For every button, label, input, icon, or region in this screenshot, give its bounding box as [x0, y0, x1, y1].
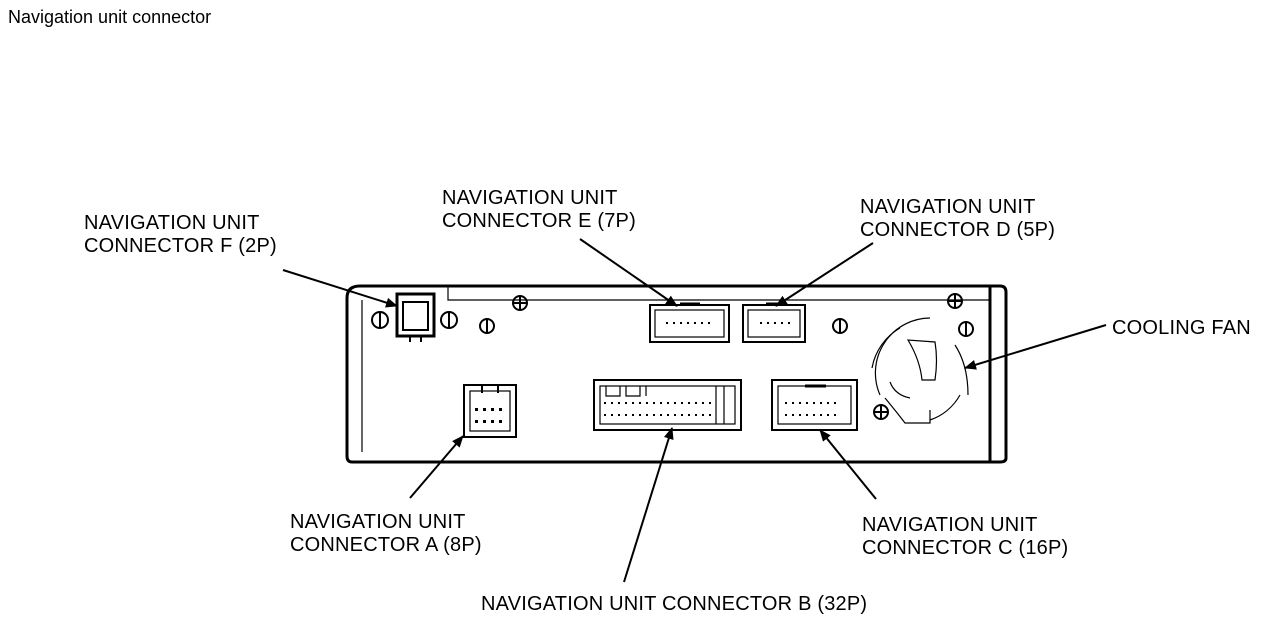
screw-1 — [371, 311, 389, 329]
arrow-connector-d — [775, 242, 874, 307]
connector-a — [463, 384, 517, 438]
callout-connector-a-line1: NAVIGATION UNIT — [290, 511, 466, 533]
page-title: Navigation unit connector — [8, 7, 212, 27]
arrow-connector-e — [579, 238, 678, 307]
callout-cooling-fan: COOLING FAN — [1112, 317, 1251, 340]
connector-e — [649, 302, 730, 343]
connector-d — [742, 302, 806, 343]
screw-8 — [873, 404, 889, 420]
screw-3 — [479, 318, 495, 334]
navigation-unit-housing — [345, 284, 1008, 464]
callout-connector-f: NAVIGATION UNIT CONNECTOR F (2P) — [84, 212, 277, 258]
screw-4 — [512, 295, 528, 311]
callout-cooling-fan-label: COOLING FAN — [1112, 317, 1251, 339]
callout-connector-b-label: NAVIGATION UNIT CONNECTOR B (32P) — [481, 593, 868, 615]
leader-arrows — [282, 238, 1107, 583]
callout-connector-a-line2: CONNECTOR A (8P) — [290, 534, 482, 556]
screw-6 — [947, 293, 963, 309]
callout-connector-f-line1: NAVIGATION UNIT — [84, 212, 260, 234]
callout-connector-b: NAVIGATION UNIT CONNECTOR B (32P) — [481, 593, 867, 616]
arrow-cooling-fan — [964, 324, 1107, 370]
connector-c — [771, 379, 858, 431]
screw-7 — [958, 321, 974, 337]
callout-connector-a: NAVIGATION UNIT CONNECTOR A (8P) — [290, 511, 482, 557]
connector-b — [593, 379, 742, 431]
callout-connector-c-line2: CONNECTOR C (16P) — [862, 537, 1069, 559]
callout-connector-c-line1: NAVIGATION UNIT — [862, 514, 1038, 536]
screw-5 — [832, 318, 848, 334]
callout-connector-e-line1: NAVIGATION UNIT — [442, 187, 618, 209]
callout-connector-d: NAVIGATION UNIT CONNECTOR D (5P) — [860, 196, 1055, 242]
callout-connector-d-line2: CONNECTOR D (5P) — [860, 219, 1056, 241]
callout-connector-e: NAVIGATION UNIT CONNECTOR E (7P) — [442, 187, 636, 233]
callout-connector-d-line1: NAVIGATION UNIT — [860, 196, 1036, 218]
arrow-connector-a — [409, 435, 464, 499]
callout-connector-f-line2: CONNECTOR F (2P) — [84, 235, 277, 257]
callout-connector-e-line2: CONNECTOR E (7P) — [442, 210, 636, 232]
connector-f — [395, 292, 436, 342]
arrow-connector-c — [819, 429, 877, 500]
callout-connector-c: NAVIGATION UNIT CONNECTOR C (16P) — [862, 514, 1068, 560]
arrow-connector-f — [282, 269, 398, 308]
screw-2 — [440, 311, 458, 329]
arrow-connector-b — [623, 427, 674, 583]
